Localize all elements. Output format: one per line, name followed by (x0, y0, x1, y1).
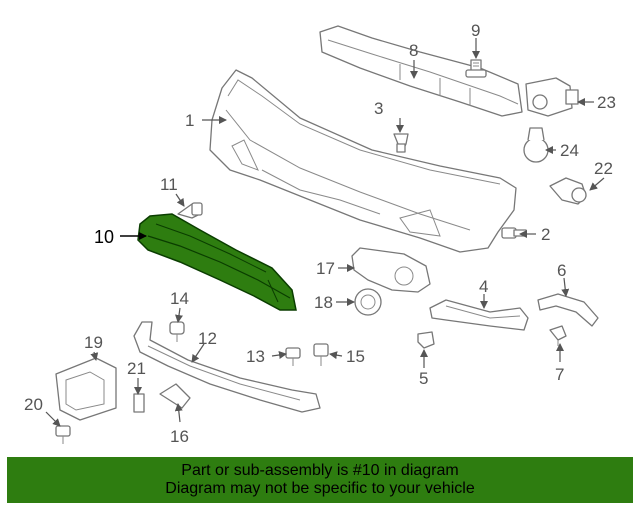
callout-19: 19 (84, 333, 103, 352)
leader-lines (45, 38, 605, 427)
part-6-bracket[interactable] (537, 293, 599, 327)
callout-1: 1 (185, 111, 194, 130)
callout-8: 8 (409, 41, 418, 60)
part-23-parking-sensor[interactable] (525, 77, 579, 117)
callout-3: 3 (374, 99, 383, 118)
part-12-lower-spoiler[interactable] (133, 321, 321, 413)
callout-14: 14 (170, 289, 189, 308)
callout-24: 24 (560, 141, 579, 160)
callout-17: 17 (316, 259, 335, 278)
callout-16: 16 (170, 427, 189, 446)
part-15-clip[interactable] (313, 343, 329, 366)
callout-10: 10 (94, 227, 114, 247)
fitment-notice-banner: Part or sub-assembly is #10 in diagram D… (7, 457, 633, 503)
part-17-fog-bezel[interactable] (351, 247, 431, 293)
exploded-parts-diagram: 1 2 3 4 5 6 7 8 9 10 11 12 13 14 15 16 1… (24, 21, 616, 446)
part-8-reinforcement-beam[interactable] (319, 25, 523, 117)
part-1-bumper-cover[interactable] (209, 69, 517, 253)
part-9-bolt[interactable] (465, 59, 487, 78)
callout-4: 4 (479, 277, 488, 296)
part-22-sensor[interactable] (549, 177, 587, 205)
callout-12: 12 (198, 329, 217, 348)
callout-6: 6 (557, 261, 566, 280)
notice-line-1: Part or sub-assembly is #10 in diagram (181, 462, 459, 479)
callout-21: 21 (127, 359, 146, 378)
part-14-clip[interactable] (169, 321, 185, 342)
callout-11: 11 (160, 175, 178, 194)
callout-18: 18 (314, 293, 333, 312)
callout-labels: 1 2 3 4 5 6 7 8 9 10 11 12 13 14 15 16 1… (24, 21, 616, 446)
callout-23: 23 (597, 93, 616, 112)
part-11-clip[interactable] (177, 202, 203, 219)
callout-9: 9 (471, 21, 480, 40)
callout-15: 15 (346, 347, 365, 366)
part-19-license-bracket[interactable] (55, 357, 117, 421)
part-16-bracket[interactable] (159, 383, 191, 409)
part-20-screw[interactable] (55, 425, 71, 444)
part-7-clip[interactable] (549, 325, 567, 346)
part-5-clip[interactable] (417, 331, 435, 349)
notice-line-2: Diagram may not be specific to your vehi… (165, 480, 475, 497)
part-24-sensor-retainer[interactable] (523, 127, 549, 163)
callout-2: 2 (541, 225, 550, 244)
part-2-screw[interactable] (501, 227, 527, 239)
part-3-clip[interactable] (393, 133, 409, 153)
part-4-bracket[interactable] (429, 299, 529, 331)
part-18-ring[interactable] (354, 288, 382, 316)
callout-20: 20 (24, 395, 43, 414)
callout-5: 5 (419, 369, 428, 388)
part-10-lower-grille[interactable] (137, 213, 297, 311)
callout-22: 22 (594, 159, 613, 178)
part-21-bracket[interactable] (133, 393, 145, 413)
callout-13: 13 (246, 347, 265, 366)
part-13-screw[interactable] (285, 347, 301, 366)
callout-7: 7 (555, 365, 564, 384)
